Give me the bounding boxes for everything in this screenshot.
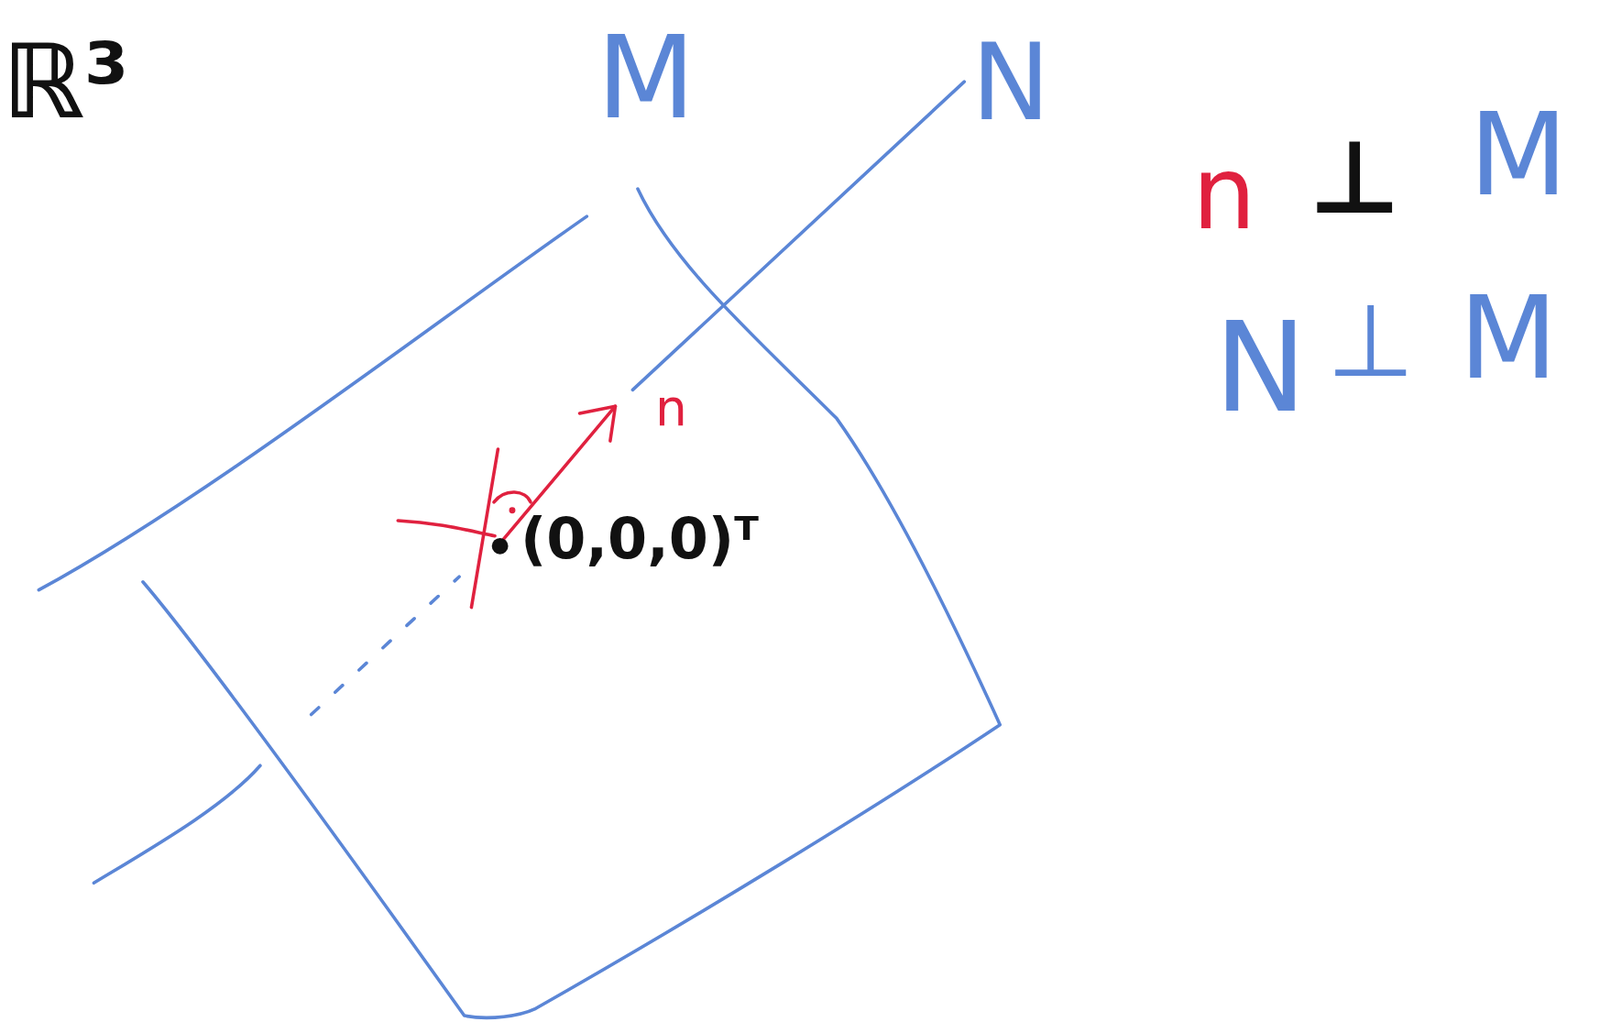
point-coordinates: (0,0,0)ᵀ (520, 510, 759, 568)
plane-symbol: M (1468, 97, 1568, 212)
perpendicular-symbol: ⊥ (1326, 290, 1415, 392)
perpendicular-symbol: ⊥ (1308, 127, 1402, 229)
line-symbol: N (1214, 306, 1307, 430)
origin-point (492, 537, 509, 555)
vector-symbol: n (1192, 142, 1257, 244)
plane-symbol: M (1458, 280, 1558, 395)
space-label: ℝ³ (1, 30, 130, 133)
plane-back-edge (38, 216, 587, 591)
plane-fold-edge (93, 765, 261, 883)
plane-front-outline (142, 188, 1000, 1018)
plane-tangent-line (471, 449, 498, 608)
normal-vector-head (579, 405, 615, 441)
line-label: N (971, 30, 1051, 136)
plane-label: M (596, 20, 696, 135)
right-angle-dot (510, 508, 514, 512)
line-n-hidden (311, 576, 460, 714)
right-angle-mark (493, 492, 531, 503)
vector-label: n (655, 383, 688, 434)
plane-tangent-line (397, 520, 495, 537)
